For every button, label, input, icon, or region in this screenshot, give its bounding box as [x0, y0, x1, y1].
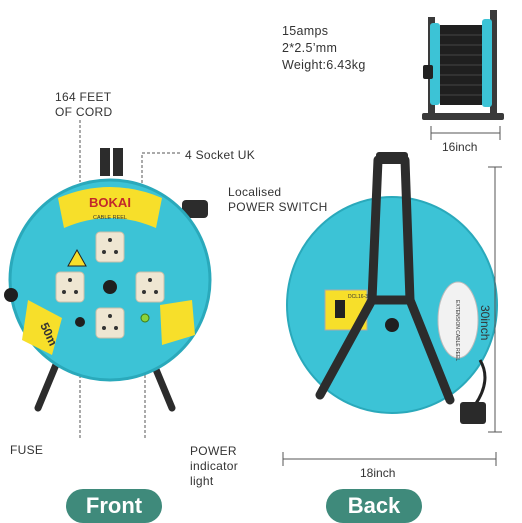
callout-power-switch: Localised POWER SWITCH — [228, 185, 328, 215]
front-reel-length-tag — [22, 300, 62, 355]
back-reel-side-label-text: EXTENSION CABLE REEL — [454, 300, 460, 361]
callout-power-line1: POWER — [190, 444, 237, 458]
dimension-top-width: 16inch — [442, 140, 478, 154]
small-reel-image — [422, 10, 504, 120]
front-reel-brand: BOKAI — [89, 195, 131, 210]
callout-switch-line2: POWER SWITCH — [228, 200, 328, 214]
callout-cord-line1: 164 FEET — [55, 90, 112, 104]
dimension-line-height — [488, 166, 502, 433]
small-reel-side-right — [482, 19, 492, 107]
spec-weight: Weight:6.43kg — [282, 58, 366, 72]
front-reel-socket-top — [95, 231, 125, 263]
callout-cord-line2: OF CORD — [55, 105, 113, 119]
front-reel-side-knob — [4, 288, 18, 302]
spec-cable: 2*2.5’mm — [282, 41, 338, 55]
small-reel-frame-right — [490, 10, 497, 117]
callout-power-indicator: POWER indicator light — [190, 444, 238, 489]
front-reel-socket-left — [55, 271, 85, 303]
fuse-icon — [75, 317, 85, 327]
front-reel-socket-bottom — [95, 307, 125, 339]
callout-cord: 164 FEET OF CORD — [55, 90, 112, 120]
front-reel-label-subtitle: CABLE REEL — [93, 215, 127, 221]
power-switch-icon — [335, 300, 345, 318]
power-indicator-light-icon — [140, 313, 150, 323]
callout-fuse: FUSE — [10, 443, 44, 457]
small-reel-base — [422, 113, 504, 120]
front-reel-socket-right — [135, 271, 165, 303]
back-reel-hub — [385, 318, 399, 332]
small-reel-handle — [423, 65, 433, 79]
warning-triangle-icon — [67, 248, 87, 267]
front-reel-crank — [182, 200, 208, 218]
front-reel-brand-label — [58, 187, 162, 228]
callout-power-line2: indicator — [190, 459, 239, 473]
back-reel-switch-text: DCL16-32 — [348, 294, 371, 300]
callout-sockets: 4 Socket UK — [185, 148, 255, 162]
dimension-bottom-width: 18inch — [360, 466, 396, 480]
dimension-line-top — [430, 126, 501, 140]
dimension-height: 30inch — [478, 305, 492, 341]
front-reel-side-tag — [160, 300, 195, 345]
back-reel-image: EXTENSION CABLE REEL DCL16-32 — [286, 152, 498, 424]
spec-current: 15amps — [282, 24, 329, 38]
specs-block: 15amps 2*2.5’mm Weight:6.43kg — [282, 23, 366, 74]
front-view-button[interactable]: Front — [66, 489, 162, 523]
callout-power-line3: light — [190, 474, 214, 488]
callout-switch-line1: Localised — [228, 185, 282, 199]
back-reel-side-label — [437, 281, 479, 359]
small-reel-side-left — [430, 23, 440, 105]
front-reel-hub — [103, 280, 117, 294]
dimension-line-bottom — [282, 452, 497, 466]
back-reel-handle — [376, 152, 408, 164]
back-view-button[interactable]: Back — [326, 489, 422, 523]
front-reel-image: BOKAI CABLE REEL 50m — [4, 120, 212, 440]
uk-plug-icon — [460, 402, 486, 424]
